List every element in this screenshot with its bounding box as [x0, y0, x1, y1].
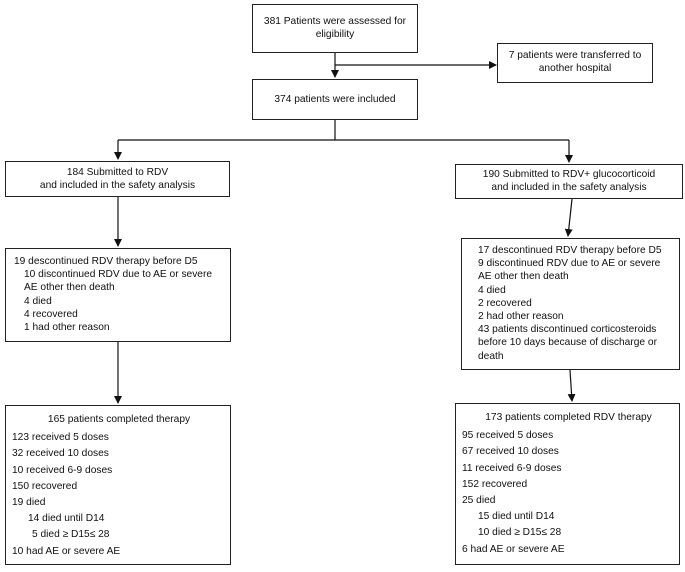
rdvgc-disc-line-2: 4 died	[478, 284, 506, 296]
transferred-box: 7 patients were transferred to another h…	[497, 43, 653, 83]
rdvgc-completed-box: 173 patients completed RDV therapy 95 re…	[455, 403, 680, 565]
rdv-completed-line-8: 10 had AE or severe AE	[12, 545, 121, 557]
rdvgc-completed-line-8: 6 had AE or severe AE	[462, 543, 565, 555]
rdv-completed-line-3: 10 received 6-9 doses	[12, 464, 113, 476]
rdvgc-disc-line-5: 43 patients discontinued corticosteroids…	[478, 324, 657, 362]
arrow-rdvgc-to-discontinued	[564, 198, 573, 237]
rdvgc-header-box: 190 Submitted to RDV+ glucocorticoid and…	[455, 164, 683, 199]
rdvgc-completed-line-1: 95 received 5 doses	[462, 430, 554, 442]
rdvgc-disc-line-0: 17 descontinued RDV therapy before D5	[478, 245, 662, 256]
rdv-completed-line-6: 14 died until D14	[28, 513, 105, 525]
rdv-header-box: 184 Submitted to RDV and included in the…	[5, 161, 230, 197]
rdvgc-disc-line-4: 2 had other reason	[478, 311, 564, 323]
rdv-disc-line-0: 19 descontinued RDV therapy before D5	[14, 256, 198, 267]
rdv-completed-title: 165 patients completed therapy	[47, 414, 191, 425]
rdv-disc-line-1: 10 discontinued RDV due to AE or severe …	[24, 269, 213, 294]
included-text: 374 patients were included	[274, 94, 396, 105]
assessed-box: 381 Patients were assessed for eligibili…	[252, 4, 418, 53]
rdv-disc-line-3: 4 recovered	[24, 308, 78, 320]
rdv-header-line1: 184 Submitted to RDV	[66, 167, 169, 178]
rdvgc-disc-line-3: 2 recovered	[478, 297, 532, 309]
rdv-completed-line-2: 32 received 10 doses	[12, 448, 109, 460]
rdv-completed-line-4: 150 recovered	[12, 480, 78, 492]
rdvgc-completed-line-5: 25 died	[462, 495, 496, 507]
rdvgc-completed-line-4: 152 recovered	[462, 478, 528, 490]
rdvgc-completed-line-2: 67 received 10 doses	[462, 446, 559, 458]
rdvgc-completed-title: 173 patients completed RDV therapy	[485, 412, 652, 423]
arrow-rdvgc-to-completed	[567, 369, 576, 402]
rdv-completed-box: 165 patients completed therapy 123 recei…	[5, 405, 231, 565]
rdvgc-discontinued-box: 17 descontinued RDV therapy before D5 9 …	[461, 238, 680, 370]
rdvgc-header-line2: and included in the safety analysis	[491, 182, 647, 194]
rdvgc-completed-line-3: 11 received 6-9 doses	[462, 462, 562, 474]
rdv-completed-line-5: 19 died	[12, 497, 46, 509]
rdv-completed-line-1: 123 received 5 doses	[12, 432, 109, 444]
rdv-discontinued-box: 19 descontinued RDV therapy before D5 10…	[5, 248, 231, 342]
rdv-header-line2: and included in the safety analysis	[39, 180, 196, 192]
rdvgc-disc-line-1: 9 discontinued RDV due to AE or severe A…	[478, 258, 661, 283]
rdvgc-completed-line-6: 15 died until D14	[478, 511, 555, 523]
rdv-disc-line-4: 1 had other reason	[24, 322, 110, 334]
rdv-completed-line-7: 5 died ≥ D15≤ 28	[32, 529, 110, 541]
assessed-text: 381 Patients were assessed for eligibili…	[263, 16, 407, 41]
rdvgc-completed-line-7: 10 died ≥ D15≤ 28	[478, 527, 562, 539]
rdv-disc-line-2: 4 died	[24, 295, 52, 307]
included-box: 374 patients were included	[252, 79, 418, 120]
rdvgc-header-line1: 190 Submitted to RDV+ glucocorticoid	[482, 169, 656, 180]
transferred-text: 7 patients were transferred to another h…	[508, 50, 642, 75]
